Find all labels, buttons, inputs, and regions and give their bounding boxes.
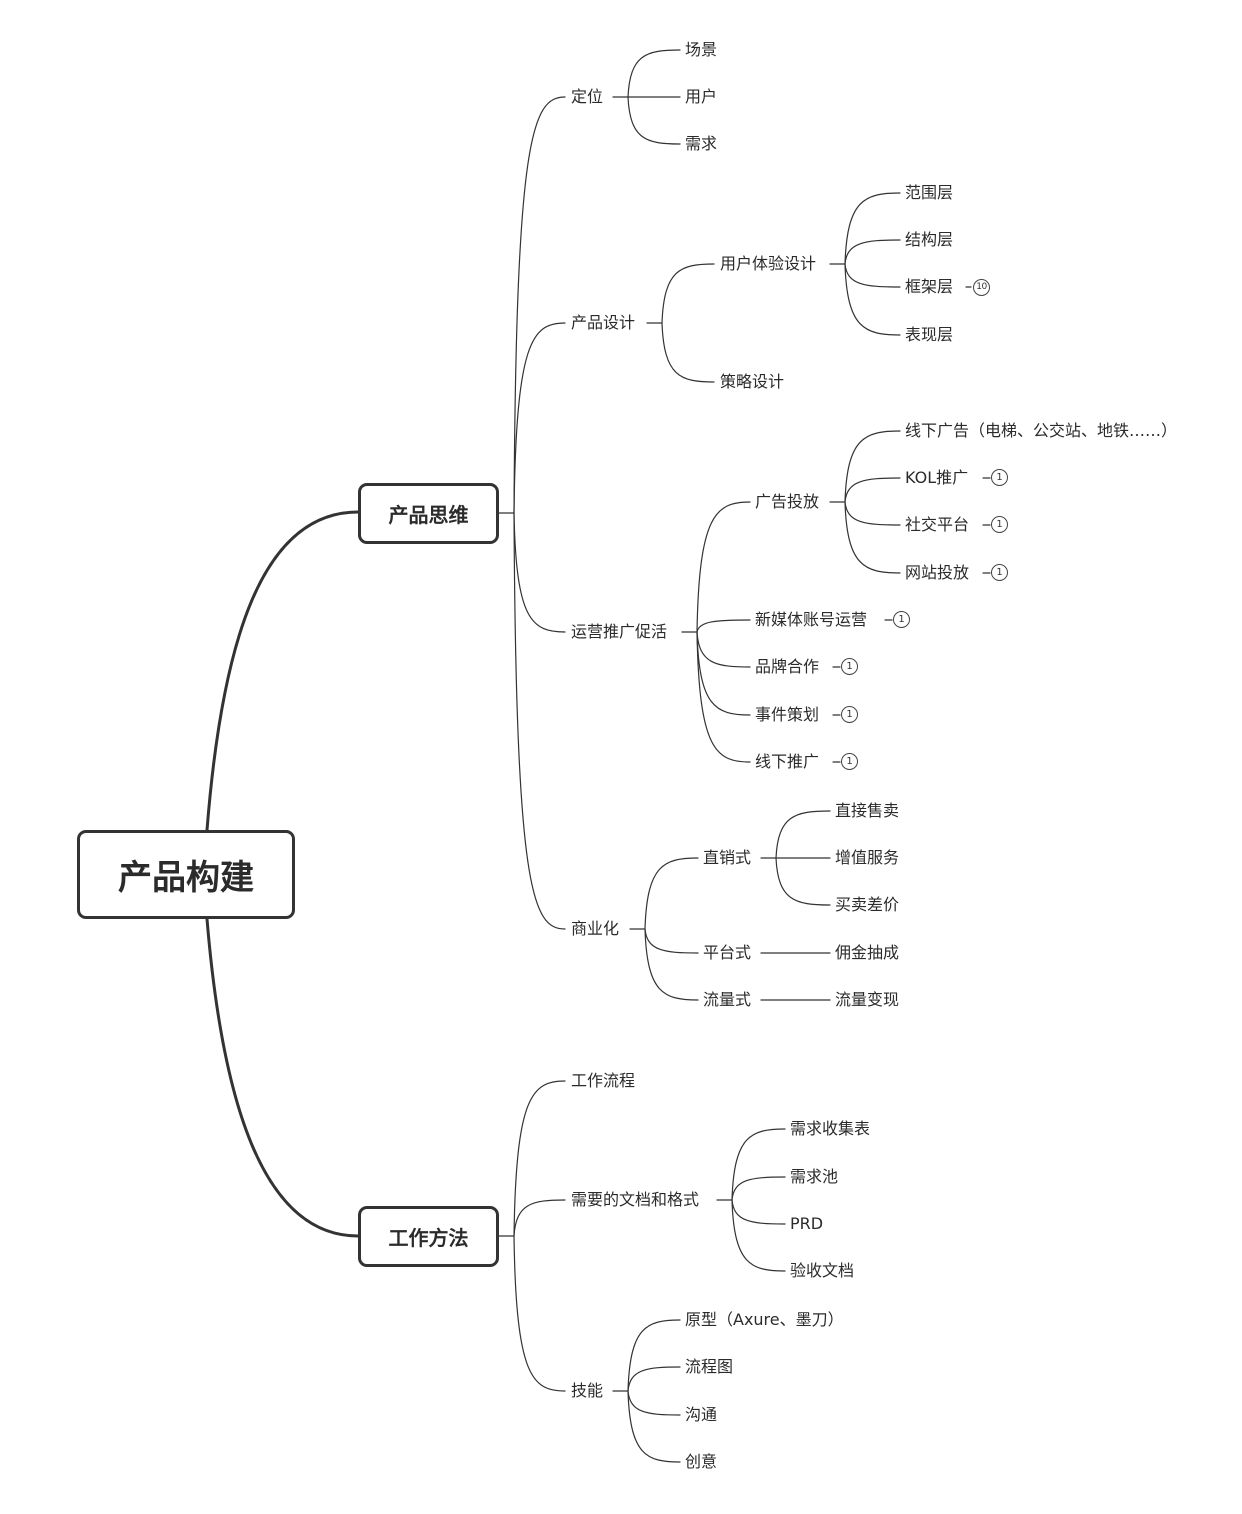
topic-framework-layer[interactable]: 框架层 <box>905 277 954 296</box>
collapsed-count-badge[interactable]: 1 <box>893 611 910 628</box>
topic-website-ads[interactable]: 网站投放 <box>905 563 970 582</box>
connector-line <box>627 1390 681 1463</box>
connector-line <box>513 96 566 514</box>
topic-kol-promotion[interactable]: KOL推广 <box>905 468 969 487</box>
connector-line <box>696 631 751 716</box>
main-topic-work-methods[interactable]: 工作方法 <box>358 1206 499 1267</box>
connector-line <box>205 917 360 1238</box>
topic-operations-promotion[interactable]: 运营推广促活 <box>571 622 668 641</box>
topic-direct-selling[interactable]: 直接售卖 <box>835 801 900 820</box>
connector-line <box>513 512 566 633</box>
connector-line <box>731 1199 786 1225</box>
connector-line <box>696 619 751 633</box>
connector-line <box>627 49 681 98</box>
topic-social-platforms[interactable]: 社交平台 <box>905 515 970 534</box>
connector-line <box>627 96 681 145</box>
topic-requirement-form[interactable]: 需求收集表 <box>790 1119 871 1138</box>
connector-line <box>627 1390 681 1416</box>
topic-ux-design[interactable]: 用户体验设计 <box>720 254 817 273</box>
connector-line <box>513 1235 566 1392</box>
topic-demand[interactable]: 需求 <box>685 134 718 153</box>
connector-line <box>205 510 360 832</box>
topic-price-spread[interactable]: 买卖差价 <box>835 895 900 914</box>
topic-positioning[interactable]: 定位 <box>571 87 604 106</box>
connector-line <box>661 263 715 324</box>
topic-prototyping[interactable]: 原型（Axure、墨刀） <box>685 1310 844 1329</box>
topic-traffic-model[interactable]: 流量式 <box>703 990 752 1009</box>
topic-acceptance-docs[interactable]: 验收文档 <box>790 1261 855 1280</box>
collapsed-count-badge[interactable]: 1 <box>841 706 858 723</box>
connector-line <box>844 501 901 526</box>
connector-line <box>844 239 901 265</box>
topic-surface-layer[interactable]: 表现层 <box>905 325 954 344</box>
topic-prd[interactable]: PRD <box>790 1214 824 1233</box>
collapsed-count-badge[interactable]: 1 <box>991 469 1008 486</box>
connector-line <box>513 512 566 930</box>
topic-skills[interactable]: 技能 <box>571 1381 604 1400</box>
collapsed-count-badge[interactable]: 1 <box>841 658 858 675</box>
collapsed-count-badge[interactable]: 1 <box>991 516 1008 533</box>
connector-line <box>844 430 901 503</box>
connector-line <box>696 501 751 633</box>
connector-line <box>844 477 901 503</box>
connector-line <box>627 1366 681 1392</box>
topic-user[interactable]: 用户 <box>685 87 718 106</box>
connector-line <box>644 857 699 930</box>
collapsed-count-badge[interactable]: 10 <box>973 279 990 296</box>
topic-monetization[interactable]: 商业化 <box>571 919 620 938</box>
topic-scenario[interactable]: 场景 <box>685 40 718 59</box>
connector-line <box>844 501 901 574</box>
topic-value-added-services[interactable]: 增值服务 <box>835 848 900 867</box>
connector-line <box>661 322 715 383</box>
topic-scope-layer[interactable]: 范围层 <box>905 183 954 202</box>
topic-commission[interactable]: 佣金抽成 <box>835 943 900 962</box>
connector-line <box>844 192 901 265</box>
connector-line <box>513 1080 566 1237</box>
collapsed-count-badge[interactable]: 1 <box>991 564 1008 581</box>
connector-line <box>731 1128 786 1201</box>
topic-platform-model[interactable]: 平台式 <box>703 943 752 962</box>
connector-line <box>644 928 699 1001</box>
topic-offline-ads[interactable]: 线下广告（电梯、公交站、地铁……） <box>905 421 1178 440</box>
connector-line <box>775 857 831 906</box>
topic-offline-promotion[interactable]: 线下推广 <box>755 752 820 771</box>
topic-brand-cooperation[interactable]: 品牌合作 <box>755 657 820 676</box>
connector-line <box>513 322 566 514</box>
topic-structure-layer[interactable]: 结构层 <box>905 230 954 249</box>
connector-line <box>696 631 751 763</box>
connector-line <box>731 1176 786 1201</box>
connector-line <box>627 1319 681 1392</box>
topic-documents-formats[interactable]: 需要的文档和格式 <box>571 1190 700 1209</box>
topic-new-media-accounts[interactable]: 新媒体账号运营 <box>755 610 868 629</box>
root-topic[interactable]: 产品构建 <box>77 830 295 919</box>
connector-line <box>775 810 831 859</box>
topic-direct-sales[interactable]: 直销式 <box>703 848 752 867</box>
connector-line <box>644 928 699 954</box>
topic-flowchart[interactable]: 流程图 <box>685 1357 734 1376</box>
topic-traffic-monetization[interactable]: 流量变现 <box>835 990 900 1009</box>
connector-line <box>844 263 901 336</box>
topic-workflow[interactable]: 工作流程 <box>571 1071 636 1090</box>
topic-communication[interactable]: 沟通 <box>685 1405 718 1424</box>
topic-strategy-design[interactable]: 策略设计 <box>720 372 785 391</box>
collapsed-count-badge[interactable]: 1 <box>841 753 858 770</box>
topic-ad-placement[interactable]: 广告投放 <box>755 492 820 511</box>
connector-line <box>696 631 751 668</box>
connector-line <box>513 1199 566 1237</box>
topic-creativity[interactable]: 创意 <box>685 1452 718 1471</box>
main-topic-product-thinking[interactable]: 产品思维 <box>358 483 499 544</box>
topic-event-planning[interactable]: 事件策划 <box>755 705 820 724</box>
connector-line <box>844 263 901 288</box>
topic-product-design[interactable]: 产品设计 <box>571 313 636 332</box>
connector-line <box>731 1199 786 1272</box>
topic-requirement-pool[interactable]: 需求池 <box>790 1167 839 1186</box>
